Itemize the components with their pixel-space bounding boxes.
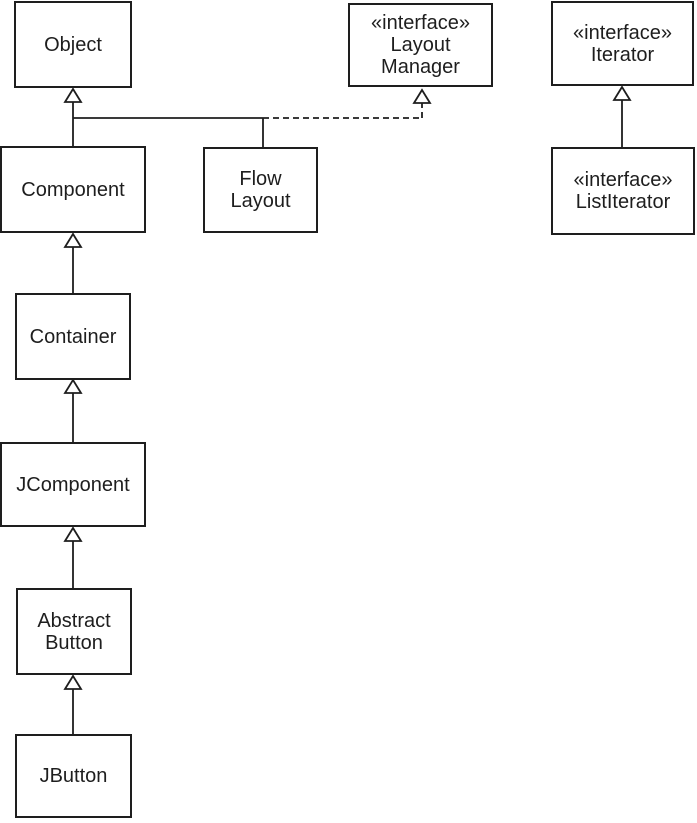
generalization-arrowhead-icon: [63, 378, 83, 394]
class-label: Container: [29, 325, 117, 348]
class-label: Layout: [390, 34, 451, 56]
class-label: Button: [45, 631, 103, 654]
class-label: JButton: [39, 765, 108, 787]
class-box-jcomponent: JComponent: [0, 442, 146, 527]
class-label: Iterator: [590, 43, 655, 66]
class-box-component: Component: [0, 146, 146, 233]
class-label: JComponent: [16, 473, 130, 496]
realization-arrowhead-icon: [412, 88, 432, 104]
stereotype-label: «interface»: [573, 169, 673, 191]
class-label: Layout: [230, 190, 291, 212]
generalization-arrowhead-icon: [63, 232, 83, 248]
class-box-container: Container: [15, 293, 131, 380]
class-label: Flow: [239, 168, 282, 190]
class-box-layout-manager: «interface» Layout Manager: [348, 3, 493, 87]
class-label: Abstract: [37, 609, 111, 632]
class-label: Manager: [381, 56, 460, 78]
class-label: Object: [44, 33, 102, 56]
class-box-jbutton: JButton: [15, 734, 132, 818]
generalization-arrowhead-icon: [63, 87, 83, 103]
class-box-list-iterator: «interface» ListIterator: [551, 147, 695, 235]
generalization-arrowhead-icon: [612, 85, 632, 101]
class-box-abstract-button: Abstract Button: [16, 588, 132, 675]
generalization-arrowhead-icon: [63, 526, 83, 542]
generalization-arrowhead-icon: [63, 674, 83, 690]
class-box-object: Object: [14, 1, 132, 88]
class-box-iterator: «interface» Iterator: [551, 1, 694, 86]
class-label: ListIterator: [575, 191, 671, 213]
stereotype-label: «interface»: [371, 12, 470, 34]
stereotype-label: «interface»: [573, 21, 672, 44]
class-box-flow-layout: Flow Layout: [203, 147, 318, 233]
class-label: Component: [21, 178, 125, 201]
